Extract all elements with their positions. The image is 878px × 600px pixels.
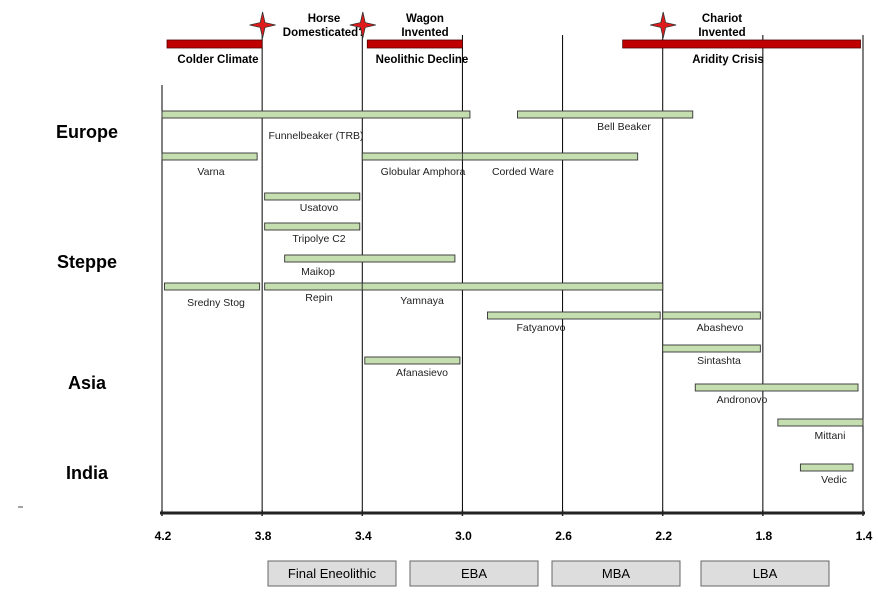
culture-label-globular-amphora: Globular Amphora [381,166,466,178]
culture-label-yamnaya: Yamnaya [400,295,444,307]
x-tick-label: 1.4 [856,529,873,543]
climate-event-label: Neolithic Decline [376,54,469,66]
culture-bar-usatovo [264,192,361,201]
x-tick-label: 3.0 [455,529,472,543]
culture-label-maikop: Maikop [301,266,335,278]
invention-star-icon [349,11,376,39]
culture-label-andronovo: Andronovo [717,394,768,406]
culture-bar-funnelbeaker-trb [161,110,471,119]
region-label-europe: Europe [56,122,118,142]
culture-label-usatovo: Usatovo [300,202,339,214]
culture-bar-varna [161,152,258,161]
climate-event-bar-neolithic-decline [366,39,463,49]
culture-bar-afanasievo [364,356,461,365]
culture-bar-corded-ware [461,152,639,161]
region-label-india: India [66,463,109,483]
period-label: EBA [461,566,487,581]
period-boxes: Final Eneolithic EBA MBA LBA [267,560,830,587]
climate-event-label: Aridity Crisis [692,54,764,66]
x-tick-label: 2.6 [555,529,572,543]
culture-bar-mittani [777,418,864,427]
culture-bar-repin [264,282,363,291]
culture-label-tripolye-c2: Tripolye C2 [292,233,345,245]
culture-label-corded-ware: Corded Ware [492,166,554,178]
culture-bar-yamnaya [361,282,664,291]
culture-label-abashevo: Abashevo [697,322,744,334]
culture-bar-sintashta [662,344,761,353]
culture-bar-tripolye-c2 [264,222,361,231]
culture-label-repin: Repin [305,292,333,304]
x-tick-label: 3.4 [355,529,372,543]
culture-label-sredny-stog: Sredny Stog [187,297,245,309]
x-tick-label: 2.2 [655,529,672,543]
culture-label-bell-beaker: Bell Beaker [597,121,651,133]
x-tick-label: 1.8 [756,529,773,543]
culture-bar-bell-beaker [517,110,694,119]
period-label: LBA [753,566,778,581]
culture-label-sintashta: Sintashta [697,355,741,367]
culture-bar-globular-amphora [361,152,463,161]
culture-bar-vedic [799,463,854,472]
culture-label-fatyanovo: Fatyanovo [516,322,565,334]
region-label-steppe: Steppe [57,252,117,272]
culture-bar-andronovo [694,383,859,392]
invention-star-icon [249,11,276,39]
culture-label-afanasievo: Afanasievo [396,367,448,379]
vertical-grid [161,35,864,513]
culture-bar-sredny-stog [164,282,261,291]
culture-label-funnelbeaker-trb: Funnelbeaker (TRB) [268,130,363,142]
culture-bar-fatyanovo [487,311,661,320]
climate-event-bar-colder-climate [166,39,263,49]
x-tick-label: 4.2 [155,529,172,543]
culture-label-vedic: Vedic [821,474,847,486]
culture-bar-abashevo [662,311,761,320]
x-axis: 4.2 3.8 3.4 3.0 2.6 2.2 1.8 1.4 [18,506,873,543]
climate-events: Colder Climate Neolithic Decline Aridity C… [166,39,861,66]
period-label: MBA [602,566,631,581]
period-box-final-eneolithic [267,560,397,587]
climate-event-bar-aridity-crisis [622,39,861,49]
period-box-mba [551,560,681,587]
culture-label-mittani: Mittani [815,430,846,442]
invention-star-icon [650,11,677,39]
period-box-lba [700,560,830,587]
culture-label-varna: Varna [197,166,224,178]
period-label: Final Eneolithic [288,566,377,581]
climate-event-label: Colder Climate [177,54,258,66]
region-label-asia: Asia [68,373,107,393]
culture-bar-maikop [284,254,456,263]
x-tick-label: 3.8 [255,529,272,543]
period-box-eba [409,560,539,587]
